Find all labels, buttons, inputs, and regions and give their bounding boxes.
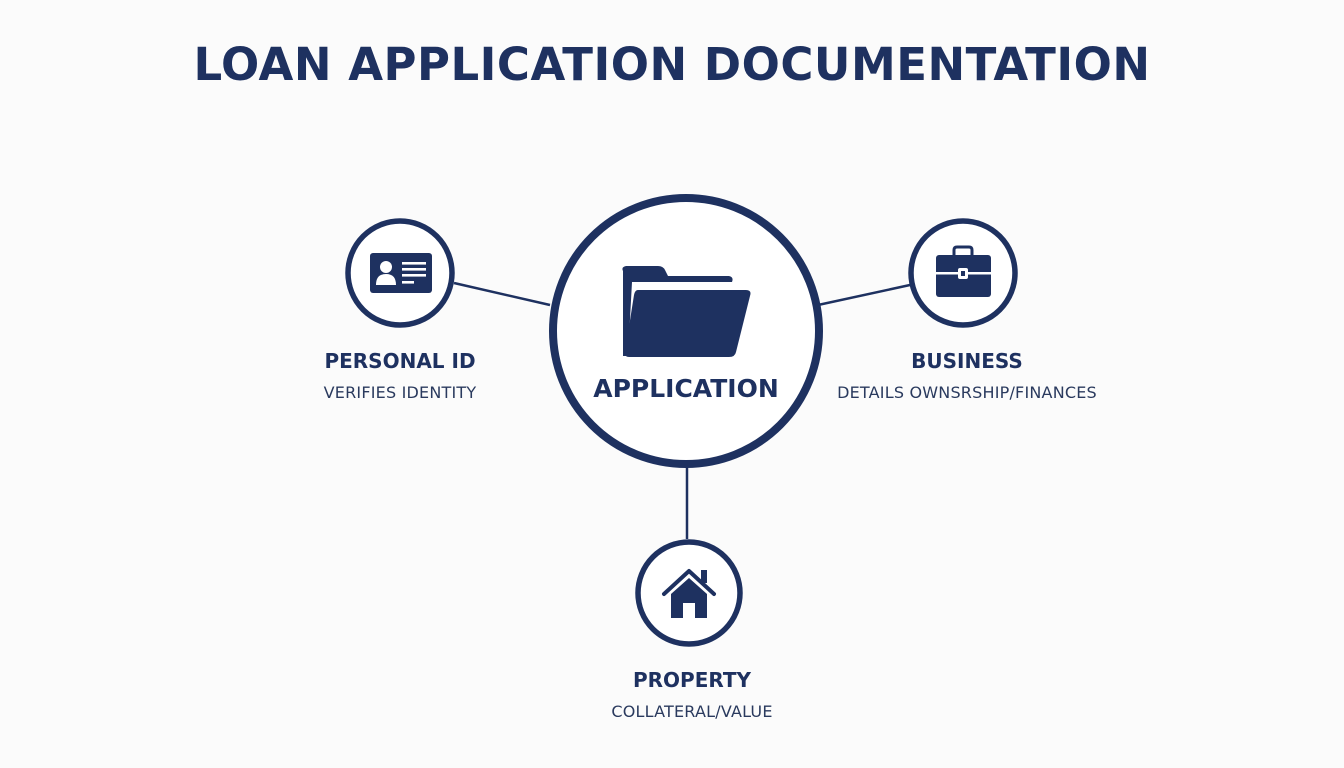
- node-property[interactable]: [635, 539, 743, 647]
- center-node-label: APPLICATION: [593, 374, 779, 403]
- center-node-application[interactable]: [549, 194, 823, 468]
- node-personal-id-title: PERSONAL ID: [324, 349, 476, 373]
- connector-personal-id: [453, 281, 551, 307]
- connector-business: [817, 283, 911, 307]
- node-property-title: PROPERTY: [632, 668, 751, 692]
- folder-icon: [622, 266, 751, 357]
- node-business-description: DETAILS OWNSRSHIP/FINANCES: [837, 383, 1097, 402]
- id-card-icon: [370, 253, 432, 293]
- page-title: LOAN APPLICATION DOCUMENTATION: [193, 38, 1151, 91]
- node-personal-id[interactable]: [345, 218, 455, 328]
- node-business-text: BUSINESS DETAILS OWNSRSHIP/FINANCES: [817, 349, 1117, 402]
- house-icon: [662, 569, 716, 618]
- node-property-text: PROPERTY COLLATERAL/VALUE: [592, 668, 792, 721]
- node-business-title: BUSINESS: [911, 349, 1023, 373]
- connectors: [453, 281, 911, 539]
- node-business[interactable]: [908, 218, 1018, 328]
- node-property-description: COLLATERAL/VALUE: [611, 702, 773, 721]
- briefcase-icon: [936, 245, 991, 297]
- node-personal-id-description: VERIFIES IDENTITY: [323, 383, 477, 402]
- node-personal-id-text: PERSONAL ID VERIFIES IDENTITY: [300, 349, 500, 402]
